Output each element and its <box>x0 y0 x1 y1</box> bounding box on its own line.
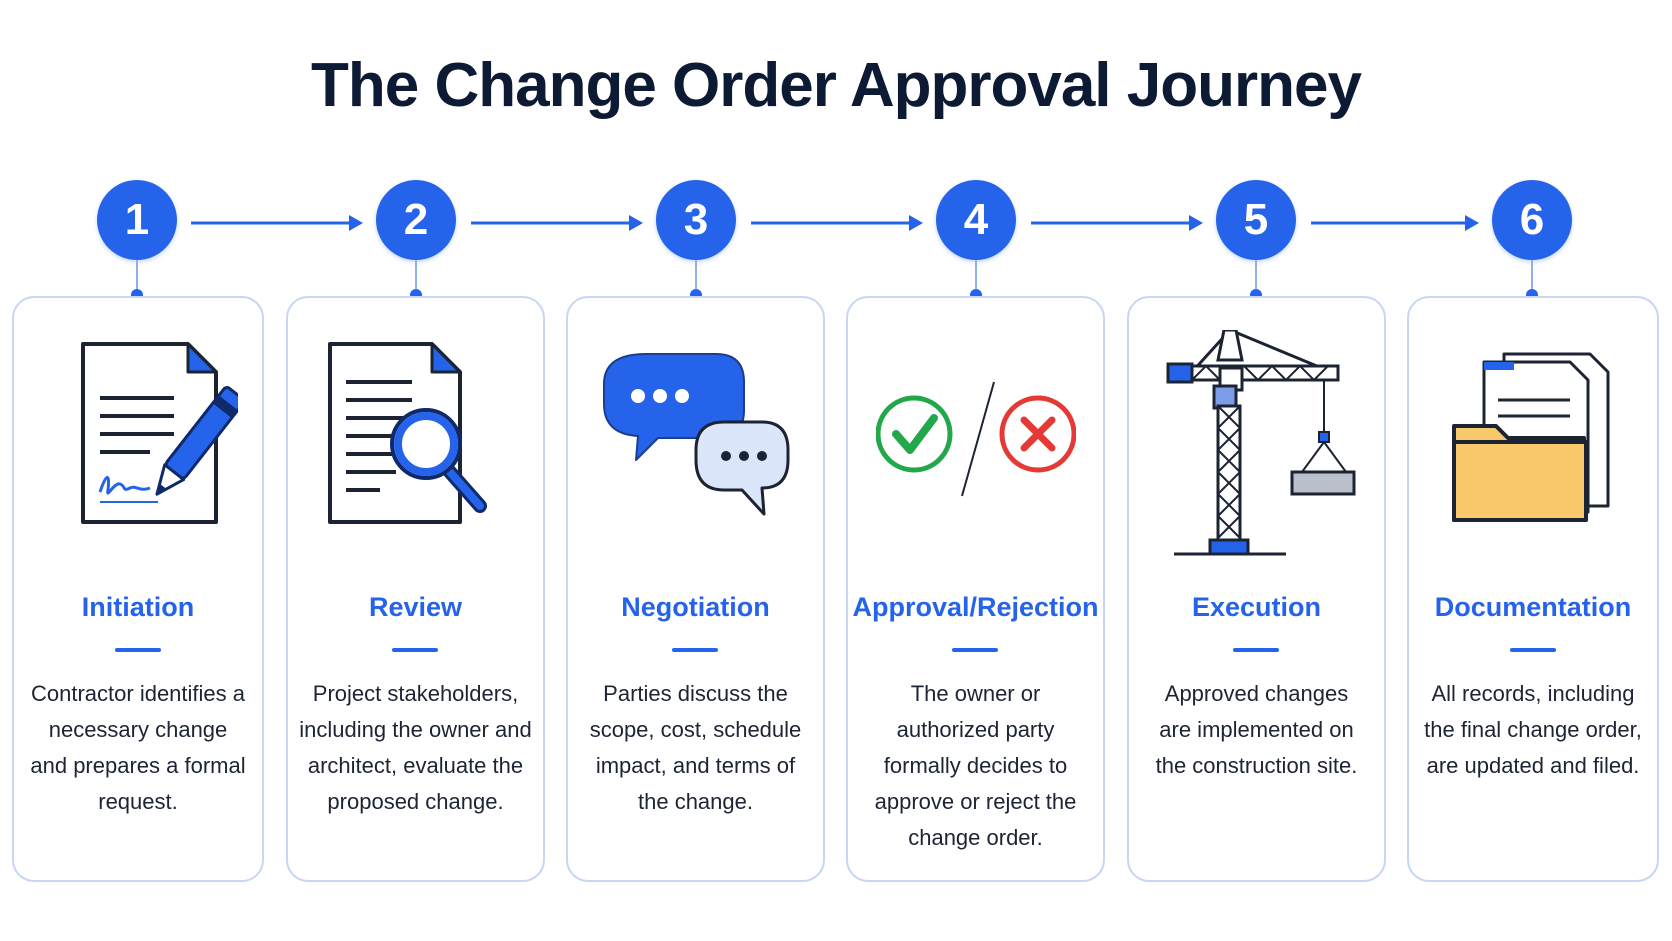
step-badge-1: 1 <box>97 180 177 260</box>
title-underline <box>672 648 718 652</box>
title-underline <box>1510 648 1556 652</box>
step-card-4 <box>846 296 1105 882</box>
step-badge-3: 3 <box>656 180 736 260</box>
connector-line <box>975 260 977 290</box>
connector-line <box>1255 260 1257 290</box>
title-underline <box>392 648 438 652</box>
step-description-2: Project stakeholders, including the owne… <box>299 681 532 814</box>
chat-bubbles-icon <box>596 330 796 570</box>
arrow-right-icon <box>471 215 643 231</box>
arrow-right-icon <box>191 215 363 231</box>
connector-line <box>415 260 417 290</box>
title-underline <box>115 648 161 652</box>
document-signature-icon <box>38 330 246 570</box>
tower-crane-icon <box>1156 328 1356 570</box>
step-title-2: Review <box>368 592 463 622</box>
title-underline <box>952 648 998 652</box>
arrow-right-icon <box>751 215 923 231</box>
arrow-right-icon <box>1031 215 1203 231</box>
check-cross-icon <box>875 330 1077 570</box>
step-badge-5: 5 <box>1216 180 1296 260</box>
connector-line <box>1531 260 1533 290</box>
connector-line <box>695 260 697 290</box>
page-title: The Change Order Approval Journey <box>311 51 1362 120</box>
folder-document-icon <box>1436 330 1636 570</box>
title-underline <box>1233 648 1279 652</box>
step-title-3: Negotiation <box>621 592 770 622</box>
step-description-5: Approved changes are implemented on the … <box>1155 681 1358 778</box>
step-description-4: The owner or authorized party formally d… <box>874 681 1077 850</box>
step-description-1: Contractor identifies a necessary change… <box>30 681 246 814</box>
step-title-5: Execution <box>1191 592 1322 622</box>
step-description-6: All records, including the final change … <box>1424 681 1642 778</box>
step-badge-4: 4 <box>936 180 1016 260</box>
step-title-6: Documentation <box>1434 592 1632 622</box>
step-card-5 <box>1127 296 1386 882</box>
step-title-4: Approval/Rejection <box>852 592 1099 622</box>
document-magnifier-icon <box>316 330 516 570</box>
step-badge-2: 2 <box>376 180 456 260</box>
step-description-3: Parties discuss the scope, cost, schedul… <box>589 681 802 814</box>
arrow-right-icon <box>1311 215 1479 231</box>
step-title-1: Initiation <box>81 592 195 622</box>
connector-line <box>136 260 138 290</box>
step-badge-6: 6 <box>1492 180 1572 260</box>
